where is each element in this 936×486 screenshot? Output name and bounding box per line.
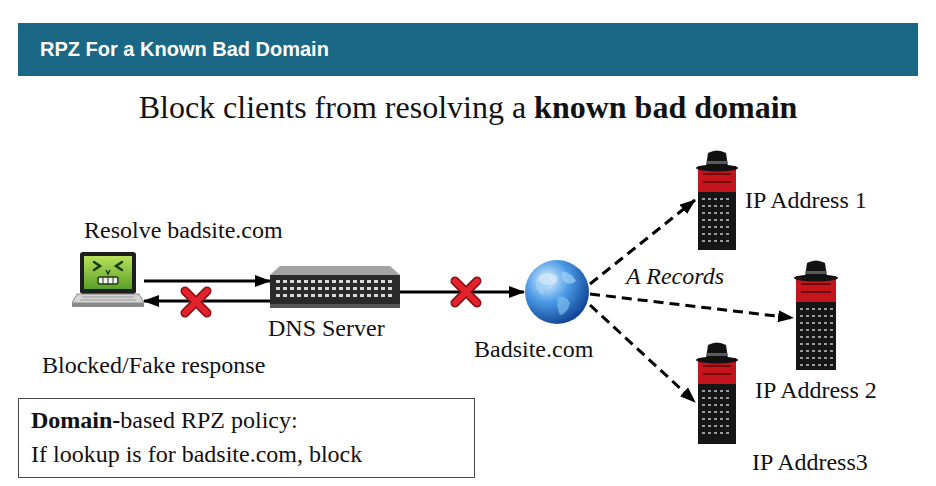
record-arrow [590,294,793,318]
policy-rule: If lookup is for badsite.com, block [31,437,462,471]
policy-heading: Domain-based RPZ policy: [31,403,462,437]
subtitle: Block clients from resolving a known bad… [0,88,936,126]
hacker-server-icon [695,148,739,250]
query-arrow [144,280,270,283]
header-title: RPZ For a Known Bad Domain [40,23,329,76]
ip-label: IP Address3 [752,448,868,476]
domain-label: Badsite.com [474,335,593,363]
edge-label: Blocked/Fake response [40,351,267,379]
hacker-server-icon [793,258,839,370]
ip-label: IP Address 1 [745,186,867,214]
edge-label: A Records [624,262,726,290]
laptop-icon [72,252,144,308]
ip-server: IP Address 1 [695,148,739,250]
policy-box: Domain-based RPZ policy:If lookup is for… [18,398,475,478]
server-label: DNS Server [268,314,385,342]
emphasis: known bad domain [534,89,797,125]
plain-run: based RPZ policy: [120,407,297,433]
header-band: RPZ For a Known Bad Domain [18,23,918,76]
block-cross [455,281,477,303]
client-laptop: Resolve badsite.com [72,252,144,308]
record-arrow [590,305,695,402]
dns-device-icon [270,266,400,308]
hacker-server-icon [695,340,739,444]
ip-server: IP Address 2 [793,258,839,370]
emphasis: Domain- [31,407,120,433]
query-arrow [144,300,270,303]
block-cross [185,291,207,313]
globe-icon [524,259,590,325]
ip-label: IP Address 2 [755,376,877,404]
request-label: Resolve badsite.com [84,216,283,244]
dns-server: DNS Server [270,266,400,308]
ip-server: IP Address3 [695,340,739,444]
domain-globe: Badsite.com [524,259,590,325]
plain-run: Block clients from resolving a [139,89,534,125]
